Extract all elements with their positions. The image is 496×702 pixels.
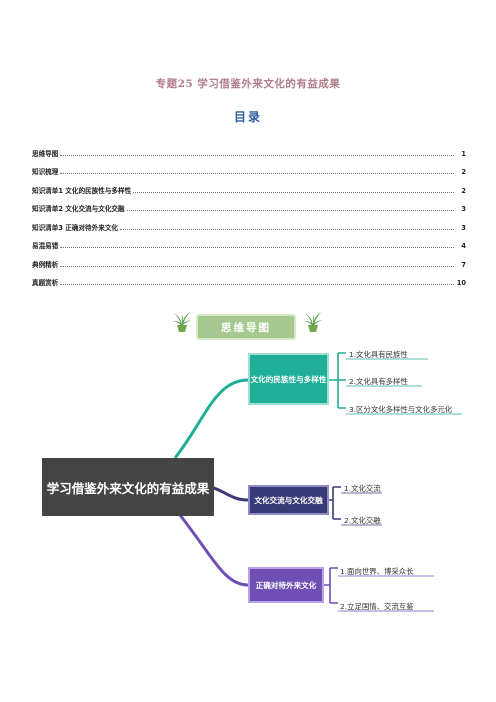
toc-entry-page: 2 — [461, 186, 466, 195]
toc-leader-dots — [60, 154, 454, 156]
branch-label: 正确对待外来文化 — [255, 580, 317, 590]
toc-entry[interactable]: 知识梳理 2 — [32, 158, 466, 176]
toc-entry[interactable]: 知识清单2 文化交流与文化交融 3 — [32, 195, 466, 213]
toc-entry[interactable]: 知识清单1 文化的民族性与多样性 2 — [32, 176, 466, 195]
mindmap-leaf: 2.文化具有多样性 — [349, 377, 408, 386]
toc-leader-dots — [126, 210, 454, 211]
branch-label: 文化的民族性与多样性 — [250, 374, 327, 384]
connector-branch-1 — [173, 378, 249, 459]
mindmap-root: 学习借鉴外来文化的有益成果 — [42, 458, 214, 516]
toc-entry-label: 知识清单1 文化的民族性与多样性 — [32, 186, 132, 195]
toc-entry[interactable]: 典例精析 7 — [32, 250, 466, 269]
mindmap-leaf: 1.面向世界、博采众长 — [340, 567, 414, 576]
toc-leader-dots — [60, 265, 454, 267]
toc-entry[interactable]: 真题赏析 10 — [32, 269, 466, 287]
branch-label: 文化交流与文化交融 — [254, 495, 323, 505]
toc-entry-page: 1 — [461, 149, 466, 158]
toc-heading: 目录 — [233, 110, 262, 124]
toc-entry-label: 知识清单3 正确对待外来文化 — [32, 223, 119, 232]
mindmap-leaf: 1.文化具有民族性 — [349, 350, 408, 359]
connector-branch-3 — [178, 514, 249, 587]
toc-entry-page: 2 — [461, 168, 466, 176]
toc-entry-label: 知识梳理 — [32, 168, 59, 176]
toc-entry-label: 典例精析 — [32, 260, 59, 269]
bracket-branch-2 — [329, 486, 341, 520]
mindmap-leaf: 1.文化交流 — [344, 484, 381, 493]
bracket-branch-3 — [324, 567, 338, 604]
toc-entry-page: 3 — [461, 223, 466, 232]
toc-entry-label: 真题赏析 — [32, 279, 59, 287]
toc-entry[interactable]: 易混易错 4 — [32, 232, 466, 250]
toc-leader-dots — [133, 191, 454, 193]
document-title: 专题25 学习借鉴外来文化的有益成果 — [155, 78, 341, 90]
toc-entry-label: 思维导图 — [32, 149, 59, 158]
mindmap-banner-label: 思维导图 — [221, 321, 271, 334]
plant-icon — [304, 312, 322, 332]
toc-entry-page: 7 — [461, 260, 466, 269]
mindmap-branch-3: 正确对待外来文化 — [248, 567, 324, 603]
bracket-branch-1 — [329, 352, 346, 409]
plant-icon — [173, 312, 191, 332]
toc-entry-page: 10 — [456, 279, 466, 287]
toc-leader-dots — [120, 228, 454, 230]
toc-leader-dots — [60, 284, 454, 285]
toc-leader-dots — [60, 173, 454, 174]
mindmap-banner: 思维导图 — [196, 314, 296, 340]
toc-leader-dots — [60, 247, 454, 248]
toc-entry-page: 4 — [461, 242, 466, 250]
toc-entry[interactable]: 知识清单3 正确对待外来文化 3 — [32, 213, 466, 232]
mindmap-leaf: 2.立足国情、交流互鉴 — [340, 602, 414, 611]
toc-entry[interactable]: 思维导图 1 — [32, 139, 466, 158]
toc-entry-label: 知识清单2 文化交流与文化交融 — [32, 205, 125, 213]
toc-entry-page: 3 — [461, 205, 466, 213]
mindmap-branch-2: 文化交流与文化交融 — [248, 485, 329, 515]
toc-entry-label: 易混易错 — [32, 242, 59, 250]
mindmap-leaf: 3.区分文化多样性与文化多元化 — [349, 405, 453, 414]
mindmap-branch-1: 文化的民族性与多样性 — [248, 353, 329, 405]
mindmap-leaf: 2.文化交融 — [344, 516, 381, 525]
mindmap-root-label: 学习借鉴外来文化的有益成果 — [46, 480, 210, 496]
table-of-contents: 思维导图 1 知识梳理 2 知识清单1 文化的民族性与多样性 2 知识清单2 文… — [32, 139, 466, 288]
